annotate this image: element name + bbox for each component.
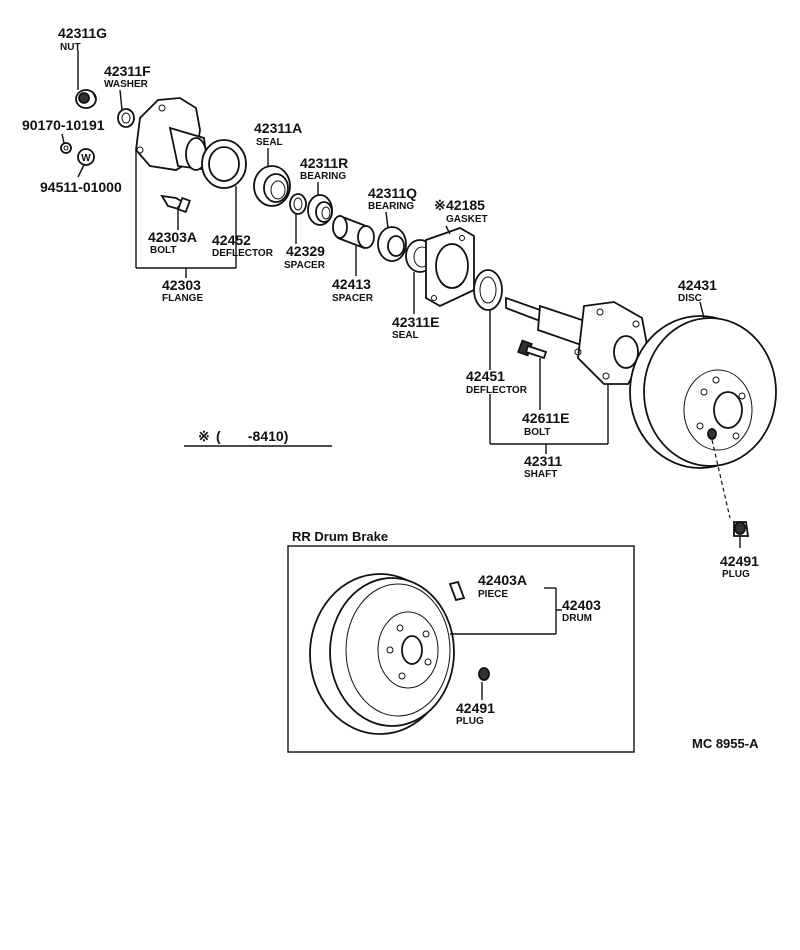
label-plug-top-name: PLUG (722, 569, 750, 580)
drum-part (309, 573, 455, 735)
label-bolt-a-number: 42303A (148, 229, 197, 245)
shaft-deflector-part (473, 269, 503, 311)
hub-bolt-part (517, 339, 548, 360)
label-drum-name: DRUM (562, 613, 592, 624)
label-washer-name: WASHER (104, 79, 149, 90)
label-bolt-e-name: BOLT (524, 427, 550, 438)
flange-part (135, 97, 210, 172)
label-gasket-mark: ※ (434, 197, 446, 213)
label-shaft-number: 42311 (524, 453, 562, 469)
nut-part (75, 89, 97, 109)
inset-title: RR Drum Brake (292, 529, 388, 544)
label-disc-number: 42431 (678, 277, 717, 293)
label-flange-name: FLANGE (162, 293, 203, 304)
gasket-part (425, 227, 475, 308)
callout-labels: 42311G NUT 42311F WASHER 90170-10191 945… (22, 25, 759, 751)
label-piece-number: 42403A (478, 572, 527, 588)
label-seal-e-number: 42311E (392, 314, 440, 330)
washer-part (117, 108, 135, 128)
label-nut-name: NUT (60, 42, 81, 53)
diagram-code: MC 8955-A (692, 736, 759, 751)
footnote-text: ( -8410) (216, 428, 288, 444)
label-bearing-q-number: 42311Q (368, 185, 417, 201)
inner-bearing-part (377, 226, 407, 262)
label-nut-number: 42311G (58, 25, 107, 41)
deflector-ring-part (201, 139, 247, 189)
label-spacer-413-number: 42413 (332, 276, 371, 292)
leader-lines (61, 50, 741, 548)
label-bearing-q-name: BEARING (368, 201, 414, 212)
disc-plug-part (733, 521, 750, 537)
drum-brake-inset: RR Drum Brake (287, 529, 635, 753)
inset-border (287, 545, 635, 753)
spacer-tube-part (332, 214, 375, 250)
spacer-ring-part (289, 193, 307, 215)
label-bearing-r-name: BEARING (300, 171, 346, 182)
label-bolt-a-name: BOLT (150, 245, 176, 256)
label-plug-box-number: 42491 (456, 700, 495, 716)
small-nut-part (60, 142, 72, 154)
label-deflector-451-name: DEFLECTOR (466, 385, 528, 396)
label-plug-box-name: PLUG (456, 716, 484, 727)
drum-plug-part (478, 667, 490, 681)
label-spacer-329-number: 42329 (286, 243, 325, 259)
label-seal-a-name: SEAL (256, 137, 283, 148)
label-deflector-451-number: 42451 (466, 368, 505, 384)
label-disc-name: DISC (678, 293, 702, 304)
label-spacer-413-name: SPACER (332, 293, 374, 304)
washer-marker-letter: W (81, 153, 91, 164)
label-90170-number: 90170-10191 (22, 117, 105, 133)
outer-seal-part (253, 165, 291, 207)
washer-marker: W (77, 148, 95, 166)
plug-guide-line (711, 439, 731, 519)
label-plug-top-number: 42491 (720, 553, 759, 569)
disc-part (629, 315, 777, 469)
label-94511-number: 94511-01000 (40, 179, 122, 195)
label-deflector-452-name: DEFLECTOR (212, 248, 274, 259)
label-flange-number: 42303 (162, 277, 201, 293)
label-piece-name: PIECE (478, 589, 508, 600)
outer-bearing-part (307, 194, 333, 226)
label-gasket-name: GASKET (446, 214, 488, 225)
label-shaft-name: SHAFT (524, 469, 557, 480)
label-gasket-number: 42185 (446, 197, 485, 213)
footnote-mark: ※ (198, 428, 210, 444)
axle-shaft-part (505, 296, 649, 385)
label-deflector-452-number: 42452 (212, 232, 251, 248)
flange-bolt-part (160, 194, 191, 214)
piece-part (448, 580, 466, 602)
label-seal-a-number: 42311A (254, 120, 302, 136)
label-bearing-r-number: 42311R (300, 155, 348, 171)
label-seal-e-name: SEAL (392, 330, 419, 341)
label-drum-number: 42403 (562, 597, 601, 613)
label-washer-number: 42311F (104, 63, 151, 79)
label-bolt-e-number: 42611E (522, 410, 570, 426)
label-spacer-329-name: SPACER (284, 260, 326, 271)
